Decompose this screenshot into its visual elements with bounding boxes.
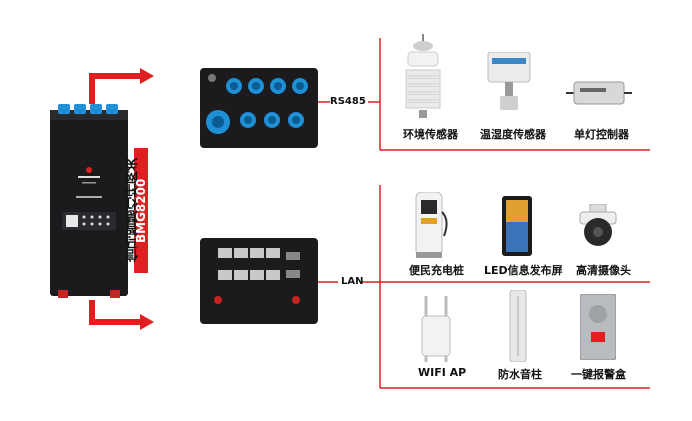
rs485-device-label-2: 温湿度传感器: [480, 128, 546, 141]
upper-arrow: [89, 73, 140, 104]
temperature-humidity-sensor-icon: [487, 52, 531, 110]
dome-camera-icon: [579, 204, 617, 246]
lan-device-label-2: LED信息发布屏: [484, 264, 563, 277]
gateway-device: [50, 104, 128, 298]
lower-arrow: [89, 300, 140, 325]
lan-device-label-6: 一键报警盒: [571, 368, 626, 381]
upper-arrow-head: [140, 68, 154, 84]
lower-arrow-head: [140, 314, 154, 330]
weather-station-icon: [405, 34, 441, 118]
rs485-label: RS485: [330, 96, 366, 107]
single-lamp-controller-icon: [566, 81, 632, 105]
charging-pile-icon: [415, 192, 448, 258]
lan-device-label-1: 便民充电桩: [409, 264, 464, 277]
gateway-model: BMG8200: [134, 178, 148, 243]
waterproof-speaker-icon: [509, 290, 527, 362]
alarm-box-icon: [580, 294, 616, 360]
lan-device-label-5: 防水音柱: [498, 368, 542, 381]
led-display-icon: [502, 196, 532, 256]
gateway-title: 信马智慧灯杆网关 BMG8200: [126, 148, 166, 273]
rs485-device-label-3: 单灯控制器: [574, 128, 629, 141]
rs485-module: [200, 68, 318, 148]
lan-device-label-3: 高清摄像头: [576, 264, 631, 277]
lan-label: LAN: [341, 276, 364, 287]
rs485-device-label-1: 环境传感器: [403, 128, 458, 141]
wifi-ap-icon: [421, 296, 451, 362]
lan-device-label-4: WIFI AP: [418, 366, 467, 379]
lan-switch-module: [200, 238, 318, 324]
